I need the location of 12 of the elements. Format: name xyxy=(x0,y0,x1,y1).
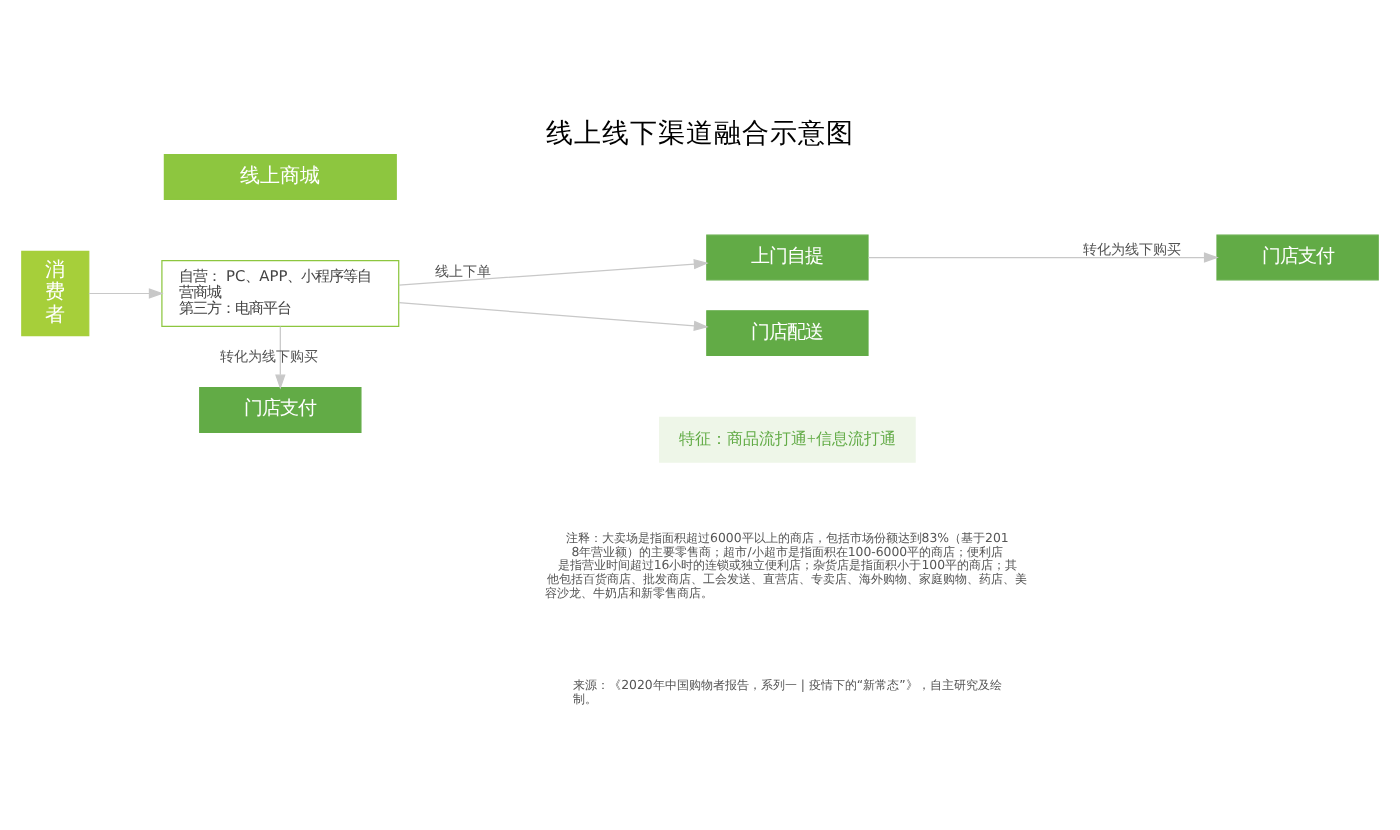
node-box: 上门自提 xyxy=(706,234,869,281)
node-box: 门店支付 xyxy=(199,387,362,433)
node-box: 门店支付 xyxy=(1216,234,1379,281)
diagram-title: 线上线下渠道融合示意图 xyxy=(546,117,854,150)
node-box: 消费者 xyxy=(21,250,90,337)
arrow xyxy=(398,258,709,286)
arrow xyxy=(88,288,164,299)
arrow xyxy=(398,302,709,332)
arrow xyxy=(867,252,1219,263)
arrow xyxy=(275,325,286,390)
node-box: 线上商城 xyxy=(163,154,397,200)
node-box: 门店配送 xyxy=(706,310,869,357)
